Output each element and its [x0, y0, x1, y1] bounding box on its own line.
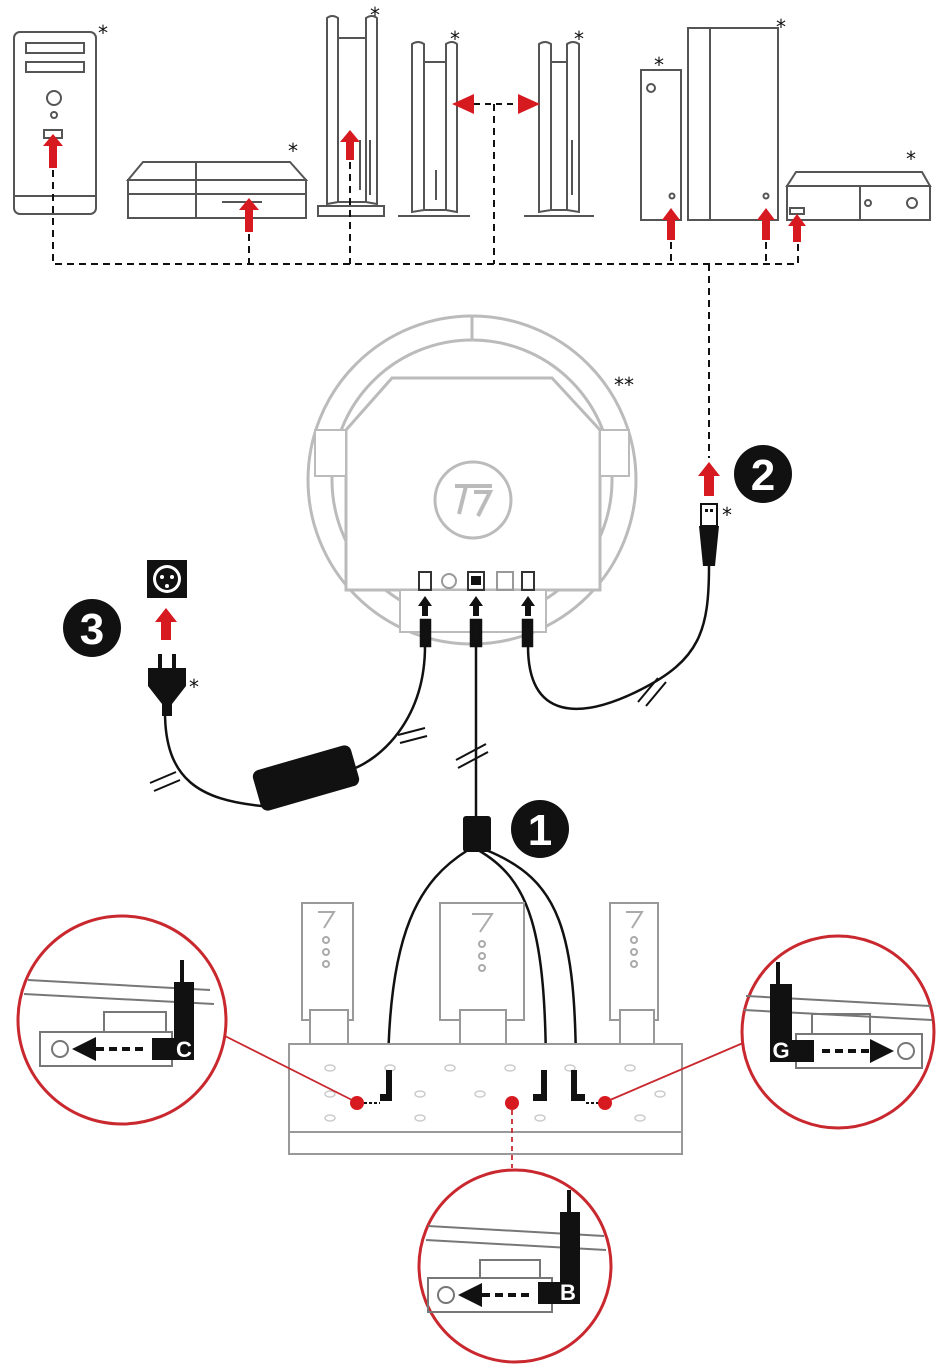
pc-asterisk: *	[98, 21, 108, 45]
xbox-one-icon	[785, 171, 932, 221]
ps4-asterisk: *	[288, 139, 298, 163]
detail-circle-c: C	[16, 914, 228, 1126]
pedal-cable-splitter	[463, 816, 491, 852]
step-badge-2: 2	[734, 445, 792, 503]
svg-text:2: 2	[751, 451, 775, 500]
wheel-double-asterisk: **	[614, 373, 634, 397]
plug-label-b: B	[560, 1280, 576, 1305]
usb-up-arrow	[698, 462, 720, 496]
xbox-x-asterisk: *	[776, 15, 786, 39]
cable-cut-marks	[149, 677, 667, 792]
pedal-set-icon	[288, 902, 683, 1155]
ps5-slim-console-icon	[524, 41, 594, 217]
usb-asterisk: *	[722, 503, 732, 527]
wall-socket-icon	[147, 560, 187, 598]
connection-bus	[52, 104, 799, 458]
ps5-digital-asterisk: *	[450, 27, 460, 51]
power-adapter-icon	[252, 745, 360, 811]
detail-circle-g: G	[740, 934, 936, 1130]
xbox-s-asterisk: *	[654, 53, 664, 77]
plug-asterisk: *	[189, 675, 199, 699]
step-badge-1: 1	[511, 800, 569, 858]
xbox-series-s-icon	[640, 69, 682, 221]
ps5-console-icon	[317, 15, 385, 217]
plug-label-g: G	[772, 1038, 789, 1063]
svg-text:3: 3	[80, 605, 104, 654]
detail-circle-b: B	[417, 1168, 613, 1364]
ps5-slim-asterisk: *	[574, 27, 584, 51]
step-badge-3: 3	[63, 599, 121, 657]
racing-wheel-base-icon	[306, 314, 638, 646]
usb-port-arrows	[43, 130, 806, 242]
plug-label-c: C	[176, 1037, 192, 1062]
ps5-asterisk: *	[370, 3, 380, 27]
svg-text:1: 1	[528, 806, 552, 855]
xbox-one-asterisk: *	[906, 147, 916, 171]
power-plug-icon	[148, 654, 186, 716]
pc-tower-icon	[13, 31, 97, 215]
ps5-digital-console-icon	[398, 41, 470, 217]
power-up-arrow	[155, 608, 177, 640]
ps4-console-icon	[125, 161, 309, 219]
detail-leaders	[220, 1033, 751, 1168]
cables	[163, 565, 711, 1079]
swap-arrow	[452, 94, 540, 114]
usb-plug-icon	[699, 503, 719, 566]
xbox-series-x-icon	[687, 27, 779, 221]
wheel-port-arrows	[418, 596, 535, 616]
